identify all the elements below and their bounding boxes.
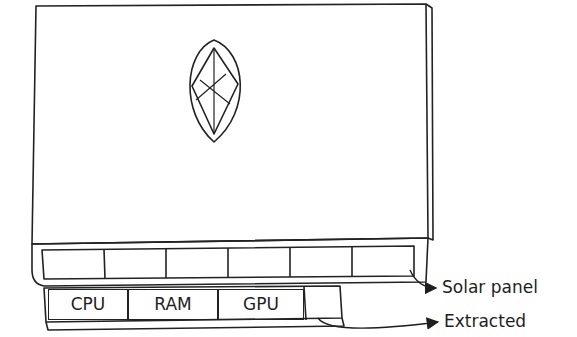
- leader-line: [318, 318, 438, 328]
- logo-outline: [190, 40, 240, 142]
- component-label: CPU: [71, 295, 106, 314]
- component-label: GPU: [243, 295, 279, 314]
- component-box: GPU: [218, 289, 304, 320]
- laptop-base: [44, 286, 342, 322]
- component-label: RAM: [154, 295, 191, 314]
- lid-edge: [426, 4, 433, 240]
- logo-diamond: [192, 48, 238, 134]
- solar-panel-cells: [42, 246, 414, 279]
- laptop-lid: [32, 4, 428, 244]
- leader-line: [410, 270, 436, 288]
- callout-label: Solar panel: [440, 278, 540, 297]
- component-box: CPU: [48, 289, 128, 320]
- solar-cell-dividers: [104, 247, 352, 279]
- base-divider: [304, 287, 306, 320]
- logo-marks: [196, 50, 230, 132]
- solar-panel-frame: [32, 238, 428, 286]
- callout-label: Extracted: [442, 312, 528, 331]
- component-box: RAM: [128, 289, 218, 320]
